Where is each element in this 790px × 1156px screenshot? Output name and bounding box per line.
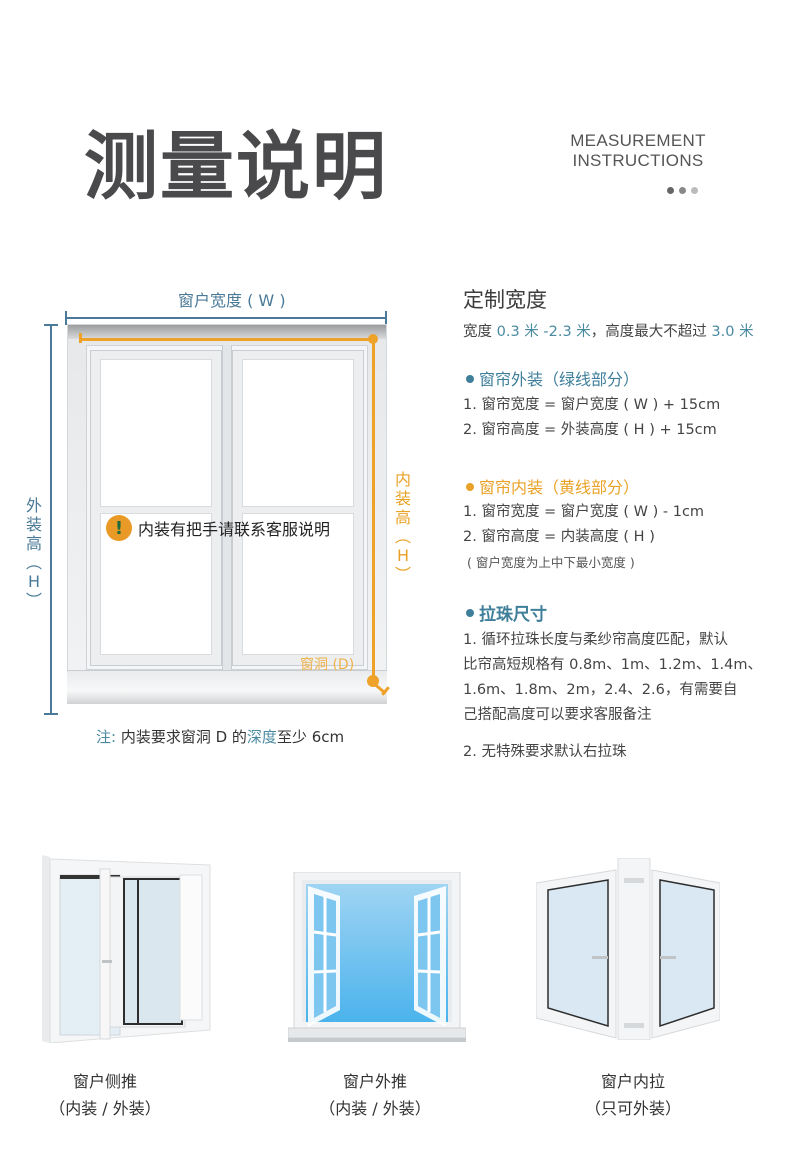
rule-line: 1. 窗帘宽度 = 窗户宽度 ( W ) - 1cm (463, 504, 705, 520)
inner-height-line (372, 338, 375, 682)
custom-width-title: 定制宽度 (463, 288, 547, 312)
inner-install-heading: 窗帘内装（黄线部分） (466, 474, 639, 498)
window-type-outward: 窗户外推 （内装 / 外装） (319, 1072, 431, 1118)
rule-line: 2. 窗帘高度 = 外装高度 ( H ) + 15cm (463, 422, 717, 438)
outer-height-cap-bottom (44, 713, 58, 715)
dot-icon (679, 187, 686, 194)
rule-note: ( 窗户宽度为上中下最小宽度 ) (467, 555, 635, 570)
window-mullion (222, 345, 232, 670)
inward-window-illustration (535, 857, 721, 1041)
inner-install-rules: 1. 窗帘宽度 = 窗户宽度 ( W ) - 1cm 2. 窗帘高度 = 内装高… (463, 500, 704, 575)
window-type-inward: 窗户内拉 （只可外装） (584, 1072, 681, 1118)
note-highlight: 深度 (246, 728, 277, 746)
width-cap-right (385, 311, 387, 325)
left-sash (90, 350, 222, 666)
window-top-recess (68, 325, 386, 339)
window-width-label: 窗户宽度 ( W ) (178, 291, 286, 310)
dot-icon (667, 187, 674, 194)
note-prefix: 注: (96, 728, 117, 746)
pane (100, 359, 212, 507)
english-title-line1: MEASUREMENT (570, 131, 706, 150)
outer-height-cap-top (44, 324, 58, 326)
decorative-dots (667, 187, 698, 194)
bead-size-rules: 1. 循环拉珠长度与柔纱帘高度匹配，默认 比帘高短规格有 0.8m、1m、1.2… (463, 632, 763, 760)
outer-install-heading: 窗帘外装（绿线部分） (466, 366, 639, 390)
rule-line: 1. 窗帘宽度 = 窗户宽度 ( W ) + 15cm (463, 397, 721, 413)
rule-line: 2. 窗帘高度 = 内装高度 ( H ) (463, 529, 655, 545)
page-title: 测量说明 (84, 124, 388, 210)
warning-icon: ! (106, 515, 132, 541)
width-dimension-line (66, 317, 386, 319)
handle-warning: ! 内装有把手请联系客服说明 (106, 515, 330, 541)
pane (242, 359, 354, 507)
outer-height-dimension-line (50, 325, 52, 715)
outward-window-illustration (287, 871, 467, 1044)
bullet-icon (466, 482, 474, 491)
recess-depth-label: 窗洞 (D) (300, 657, 355, 673)
window-type-sliding: 窗户侧推 （内装 / 外装） (49, 1072, 161, 1118)
inner-height-label: 内 装 高 ︵ H ︶ (394, 470, 411, 584)
sliding-window-illustration (40, 855, 212, 1044)
pane (242, 513, 354, 655)
english-title: MEASUREMENT INSTRUCTIONS (560, 131, 716, 171)
dot-icon (691, 187, 698, 194)
outer-install-rules: 1. 窗帘宽度 = 窗户宽度 ( W ) + 15cm 2. 窗帘高度 = 外装… (463, 393, 720, 443)
depth-note: 注: 内装要求窗洞 D 的深度至少 6cm (96, 728, 345, 746)
right-sash (232, 350, 364, 666)
window-sill (67, 670, 387, 704)
inner-width-line (80, 338, 374, 341)
bullet-icon (466, 374, 474, 383)
warning-text: 内装有把手请联系客服说明 (138, 520, 331, 539)
custom-width-range: 宽度 0.3 米 -2.3 米，高度最大不超过 3.0 米 (463, 324, 754, 340)
width-cap-left (65, 311, 67, 325)
bullet-icon (466, 609, 474, 617)
english-title-line2: INSTRUCTIONS (572, 151, 704, 170)
bead-size-heading: 拉珠尺寸 (466, 600, 547, 625)
outer-height-label: 外 装 高 ︵ H ︶ (25, 496, 42, 610)
inner-corner-dot (368, 334, 378, 344)
